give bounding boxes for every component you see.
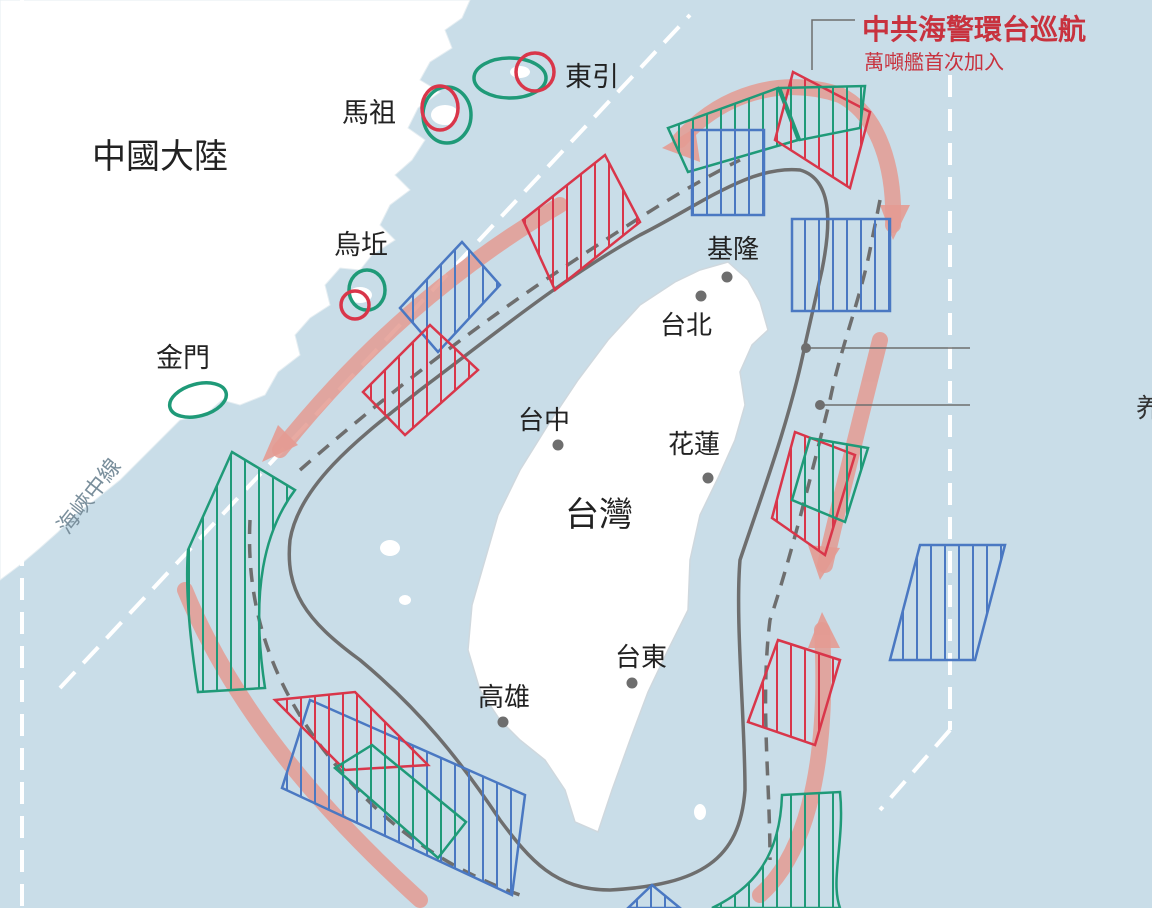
zone-green-sw xyxy=(332,743,468,860)
label-taiwan: 台灣 xyxy=(565,495,633,535)
label-wuqiu: 烏坵 xyxy=(334,230,388,261)
map-title: 中共海警環台巡航 xyxy=(862,13,1087,46)
zone-blue-e xyxy=(888,543,1007,662)
matsu-circle-red xyxy=(420,84,460,132)
zone-red-sw xyxy=(272,690,431,772)
hualien-dot xyxy=(702,472,714,484)
zone-green-n-2 xyxy=(778,84,867,142)
callout-lines xyxy=(806,19,970,406)
kinmen-circle-green xyxy=(167,381,229,419)
callout-dot-2 xyxy=(815,400,825,410)
zone-blue-s xyxy=(626,883,682,908)
map-subtitle: 萬噸艦首次加入 xyxy=(864,50,1004,74)
zone-blue-ne xyxy=(790,217,892,313)
label-kaohsiung: 高雄 xyxy=(478,683,531,713)
dongyin-circle-red xyxy=(514,51,556,93)
outer-boundary-line-2 xyxy=(878,728,952,812)
kaohsiung-dot xyxy=(497,716,509,728)
taitung-dot xyxy=(626,677,638,689)
city-dots xyxy=(497,271,733,728)
label-taitung: 台東 xyxy=(615,643,668,673)
callout-dot-1 xyxy=(801,343,811,353)
taichung-dot xyxy=(552,439,564,451)
zone-red-nw-1 xyxy=(521,153,642,292)
label-taichung: 台中 xyxy=(518,406,571,436)
zone-red-nw-2 xyxy=(361,323,480,437)
label-kinmen: 金門 xyxy=(156,343,210,374)
label-matsu: 馬祖 xyxy=(342,98,396,129)
label-mainland: 中國大陸 xyxy=(92,137,228,177)
dongyin-circle-green xyxy=(472,56,548,100)
keelung-dot xyxy=(721,271,733,283)
taiwan-island xyxy=(467,261,769,834)
patrol-zones xyxy=(185,70,1007,908)
zone-green-se xyxy=(711,790,843,908)
edge-text-fragment: 养 xyxy=(1136,394,1152,424)
zone-red-e-2 xyxy=(746,638,842,747)
label-keelung: 基隆 xyxy=(707,235,760,265)
label-hualien: 花蓮 xyxy=(668,430,721,460)
zone-blue-n xyxy=(690,128,766,217)
label-taipei: 台北 xyxy=(660,311,713,341)
taipei-dot xyxy=(695,290,707,302)
zone-green-w xyxy=(185,450,297,694)
zone-green-e xyxy=(790,436,870,524)
wuqiu-circle-red xyxy=(339,289,371,321)
label-dongyin: 東引 xyxy=(565,62,619,93)
